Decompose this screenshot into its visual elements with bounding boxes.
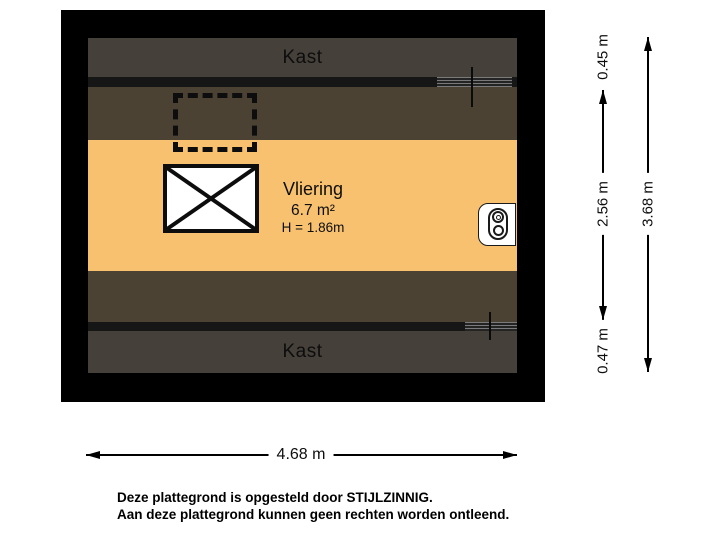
disclaimer-line-2: Aan deze plattegrond kunnen geen rechten… (117, 506, 510, 522)
arrowhead-down-icon (599, 306, 607, 320)
cross-lines (167, 168, 255, 229)
dimension-label-total-height: 3.68 m (637, 173, 659, 235)
wall-tick-mark (471, 67, 473, 107)
stair-opening-icon (163, 164, 259, 233)
floorplan-interior: Kast Kast (88, 38, 517, 373)
arrowhead-up-icon (599, 90, 607, 104)
arrowhead-down-icon (644, 358, 652, 372)
boiler-top-inner-circle (496, 215, 501, 220)
dimension-label-middle-height: 2.56 m (592, 173, 614, 235)
wall-tick-mark (489, 312, 491, 340)
hatch-opening-icon (173, 93, 257, 152)
arrowhead-right-icon (503, 451, 517, 459)
closet-area-top: Kast (88, 38, 517, 77)
room-name: Vliering (282, 179, 344, 199)
closet-bottom-label: Kast (282, 341, 323, 362)
boiler-icon (478, 203, 516, 246)
room-clearance-height: H = 1.86m (281, 219, 345, 235)
boiler-pill-outline (488, 208, 508, 240)
floorplan-outer-walls: Kast Kast (61, 10, 545, 402)
window-symbol (465, 322, 517, 331)
dimension-label-bottom-height: 0.47 m (592, 320, 614, 382)
arrowhead-up-icon (644, 37, 652, 51)
interior-wall-bottom (88, 322, 517, 331)
disclaimer-line-1: Deze plattegrond is opgesteld door STIJL… (117, 490, 433, 505)
dimension-label-total-width: 4.68 m (268, 444, 334, 466)
boiler-bottom-circle (493, 225, 504, 236)
room-area: 6.7 m² (291, 201, 335, 219)
room-label-block: Vliering 6.7 m² H = 1.86m (238, 179, 388, 235)
boiler-top-circle (492, 211, 504, 223)
window-symbol (437, 77, 512, 87)
eaves-area-top (88, 87, 517, 140)
arrowhead-left-icon (86, 451, 100, 459)
disclaimer-footer: Deze plattegrond is opgesteld door STIJL… (117, 490, 509, 523)
closet-top-label: Kast (282, 46, 323, 68)
interior-wall-top (88, 77, 517, 87)
attic-room-area (88, 140, 517, 271)
dimension-label-top-height: 0.45 m (592, 26, 614, 88)
eaves-area-bottom (88, 271, 517, 322)
closet-area-bottom: Kast (88, 331, 517, 373)
